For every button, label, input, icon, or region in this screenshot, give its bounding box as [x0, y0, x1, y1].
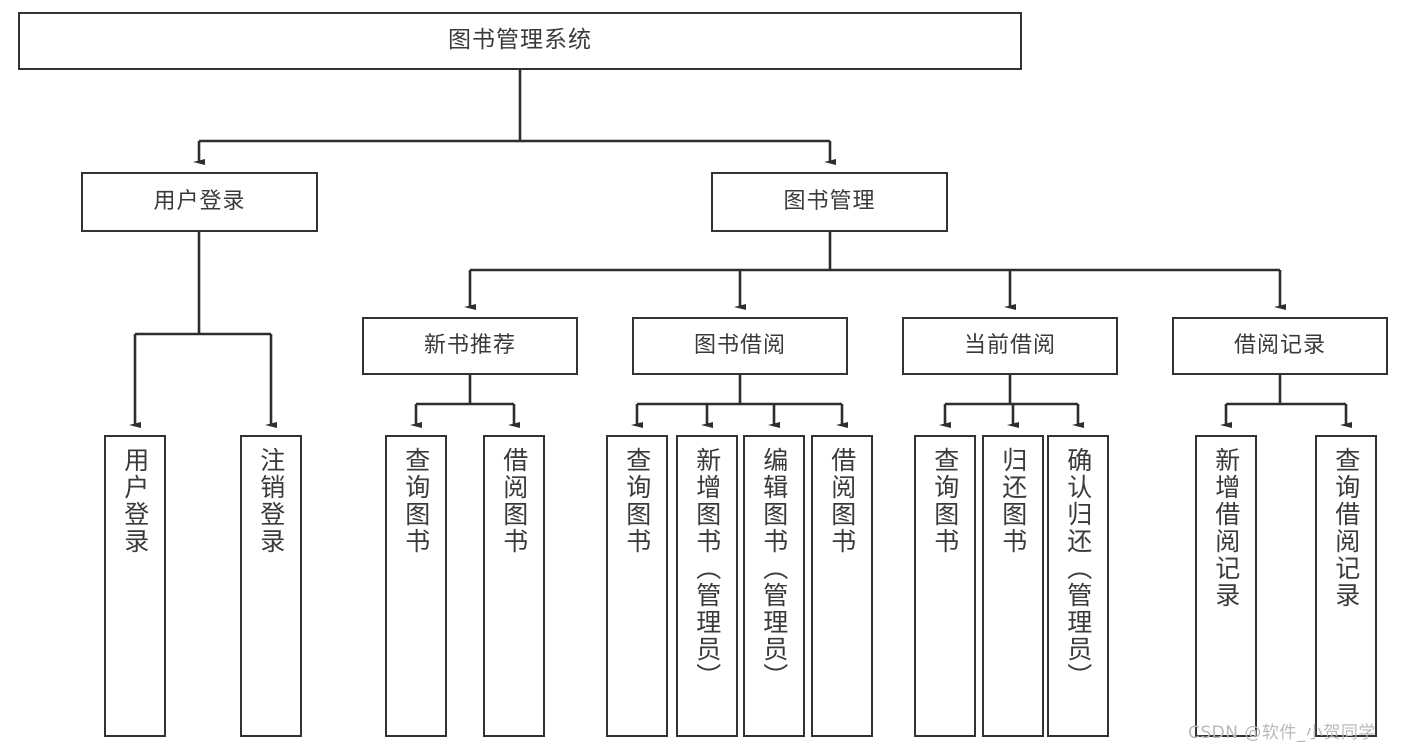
node-user-login[interactable]: 用户登录 — [81, 172, 318, 232]
node-label: 查询图书 — [622, 447, 652, 555]
node-new-book-recommend[interactable]: 新书推荐 — [362, 317, 578, 375]
node-borrow-record[interactable]: 借阅记录 — [1172, 317, 1388, 375]
node-label: 查询借阅记录 — [1331, 447, 1361, 609]
node-leaf-return-book[interactable]: 归还图书 — [982, 435, 1044, 737]
node-label: 新书推荐 — [423, 333, 516, 359]
node-leaf-query-borrow-record[interactable]: 查询借阅记录 — [1315, 435, 1377, 737]
node-leaf-add-borrow-record[interactable]: 新增借阅记录 — [1195, 435, 1257, 737]
node-label: 用户登录 — [153, 189, 246, 215]
node-root-system[interactable]: 图书管理系统 — [18, 12, 1022, 70]
node-label: 图书管理系统 — [448, 27, 592, 54]
node-leaf-logout[interactable]: 注销登录 — [240, 435, 302, 737]
node-leaf-borrow-book-2[interactable]: 借阅图书 — [811, 435, 873, 737]
node-leaf-query-book-3[interactable]: 查询图书 — [914, 435, 976, 737]
node-label: 编辑图书（管理员） — [759, 447, 789, 690]
node-label: 图书借阅 — [693, 333, 786, 359]
node-leaf-confirm-return[interactable]: 确认归还（管理员） — [1047, 435, 1109, 737]
node-book-borrow[interactable]: 图书借阅 — [632, 317, 848, 375]
node-leaf-add-book-admin[interactable]: 新增图书（管理员） — [676, 435, 738, 737]
node-label: 注销登录 — [256, 447, 286, 555]
node-label: 归还图书 — [998, 447, 1028, 555]
node-leaf-borrow-book-1[interactable]: 借阅图书 — [483, 435, 545, 737]
node-leaf-query-book-2[interactable]: 查询图书 — [606, 435, 668, 737]
node-leaf-edit-book-admin[interactable]: 编辑图书（管理员） — [743, 435, 805, 737]
node-label: 用户登录 — [120, 447, 150, 555]
node-leaf-user-login[interactable]: 用户登录 — [104, 435, 166, 737]
node-leaf-query-book-1[interactable]: 查询图书 — [385, 435, 447, 737]
node-label: 借阅记录 — [1233, 333, 1326, 359]
node-label: 查询图书 — [401, 447, 431, 555]
node-book-manage[interactable]: 图书管理 — [711, 172, 948, 232]
csdn-watermark: CSDN @软件_小贺同学 — [1188, 723, 1376, 743]
node-label: 新增借阅记录 — [1211, 447, 1241, 609]
node-label: 当前借阅 — [963, 333, 1056, 359]
node-label: 确认归还（管理员） — [1063, 447, 1093, 690]
node-label: 图书管理 — [783, 189, 876, 215]
node-label: 查询图书 — [930, 447, 960, 555]
node-current-borrow[interactable]: 当前借阅 — [902, 317, 1118, 375]
node-label: 新增图书（管理员） — [692, 447, 722, 690]
node-label: 借阅图书 — [499, 447, 529, 555]
node-label: 借阅图书 — [827, 447, 857, 555]
